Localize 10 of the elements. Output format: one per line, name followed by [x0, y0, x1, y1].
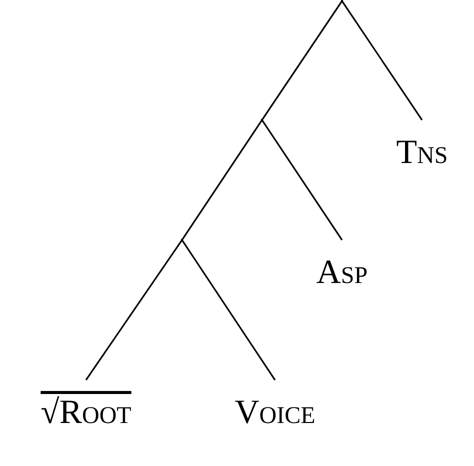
category-label: Tns: [396, 134, 448, 171]
tree-branch: [261, 0, 343, 120]
category-label: √Root: [40, 394, 132, 431]
tree-branch: [85, 240, 183, 380]
tree-branch: [181, 120, 263, 240]
tree-branch: [341, 0, 423, 120]
tree-branch: [181, 240, 276, 380]
category-label: Asp: [316, 254, 368, 291]
tree-branch: [261, 120, 343, 240]
category-label: Voice: [234, 394, 316, 431]
